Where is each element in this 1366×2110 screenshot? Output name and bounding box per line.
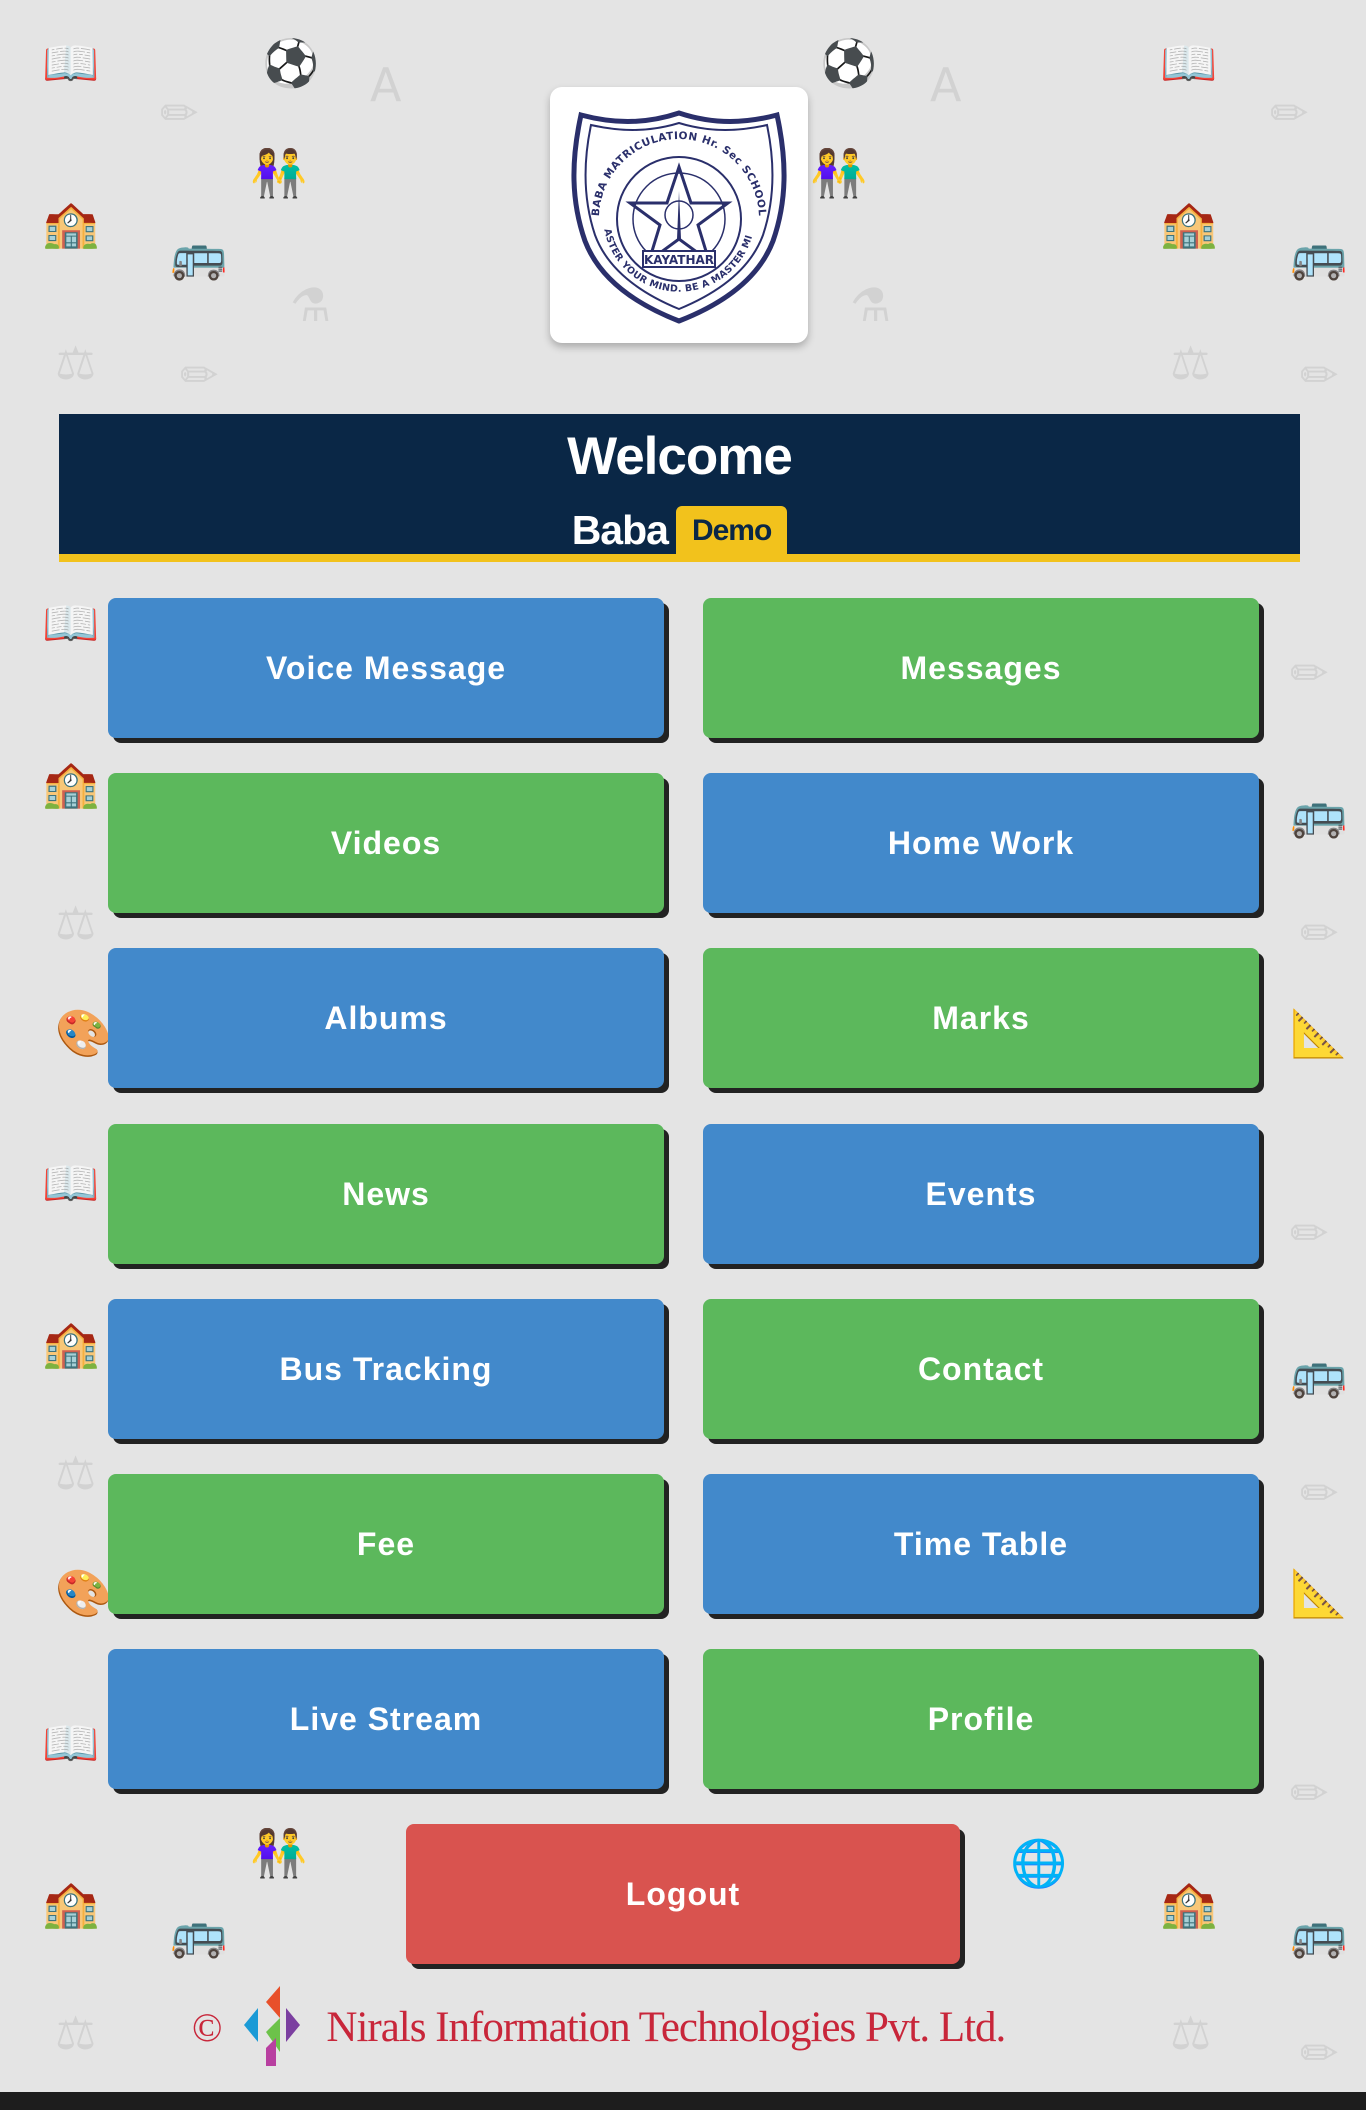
welcome-user: Baba Demo	[59, 506, 1300, 554]
contact-button[interactable]: Contact	[703, 1299, 1259, 1439]
pencil-icon: ✏	[1300, 2026, 1339, 2080]
palette-icon: 🎨	[55, 1566, 113, 1620]
seesaw-icon: ⚖	[55, 896, 97, 950]
globe-icon: 🌐	[1010, 1836, 1068, 1890]
triangle-icon: 📐	[1290, 1006, 1348, 1060]
bus-icon: 🚌	[170, 1906, 228, 1960]
albums-button[interactable]: Albums	[108, 948, 664, 1088]
company-name: Nirals Information Technologies Pvt. Ltd…	[326, 2003, 1006, 2051]
letter-icon: A	[930, 58, 962, 112]
news-button[interactable]: News	[108, 1124, 664, 1264]
pencil-icon: ✏	[1290, 1766, 1329, 1820]
seesaw-icon: ⚖	[55, 1446, 97, 1500]
book-icon: 📖	[1160, 36, 1218, 90]
book-icon: 📖	[42, 36, 100, 90]
pencil-icon: ✏	[1300, 906, 1339, 960]
logout-button[interactable]: Logout	[406, 1824, 960, 1964]
pencil-icon: ✏	[1290, 646, 1329, 700]
flask-icon: ⚗	[850, 278, 892, 332]
bus-icon: 🚌	[170, 228, 228, 282]
pencil-icon: ✏	[1300, 1466, 1339, 1520]
videos-button[interactable]: Videos	[108, 773, 664, 913]
welcome-banner: Welcome Baba Demo	[59, 414, 1300, 562]
time-table-button[interactable]: Time Table	[703, 1474, 1259, 1614]
fee-button[interactable]: Fee	[108, 1474, 664, 1614]
school-icon: 🏫	[42, 196, 100, 250]
book-icon: 📖	[42, 596, 100, 650]
events-button[interactable]: Events	[703, 1124, 1259, 1264]
user-name: Baba	[571, 507, 669, 553]
logo-ribbon-text: KAYATHAR	[644, 253, 714, 267]
kids-icon: 👫	[810, 146, 868, 200]
ball-icon: ⚽	[262, 36, 320, 90]
school-icon: 🏫	[1160, 1876, 1218, 1930]
pencil-icon: ✏	[1270, 86, 1309, 140]
school-icon: 🏫	[1160, 196, 1218, 250]
bus-icon: 🚌	[1290, 786, 1348, 840]
copyright-symbol: ©	[192, 2004, 223, 2050]
footer: © Nirals Information Technologies Pvt. L…	[192, 1982, 1006, 2073]
book-icon: 📖	[42, 1156, 100, 1210]
school-icon: 🏫	[42, 1316, 100, 1370]
welcome-title: Welcome	[567, 427, 793, 486]
school-icon: 🏫	[42, 756, 100, 810]
school-crest-icon: KAYATHAR BABA MATRICULATION Hr. Sec SCHO…	[565, 101, 787, 324]
pencil-icon: ✏	[180, 348, 219, 402]
school-icon: 🏫	[42, 1876, 100, 1930]
pencil-icon: ✏	[1300, 348, 1339, 402]
user-badge: Demo	[675, 506, 788, 554]
bus-icon: 🚌	[1290, 1906, 1348, 1960]
profile-button[interactable]: Profile	[703, 1649, 1259, 1789]
flask-icon: ⚗	[290, 278, 332, 332]
kids-icon: 👫	[250, 146, 308, 200]
letter-icon: A	[370, 58, 402, 112]
seesaw-icon: ⚖	[1170, 2006, 1212, 2060]
palette-icon: 🎨	[55, 1006, 113, 1060]
seesaw-icon: ⚖	[1170, 336, 1212, 390]
ball-icon: ⚽	[820, 36, 878, 90]
company-logo-icon	[236, 1982, 316, 2073]
live-stream-button[interactable]: Live Stream	[108, 1649, 664, 1789]
messages-button[interactable]: Messages	[703, 598, 1259, 738]
marks-button[interactable]: Marks	[703, 948, 1259, 1088]
seesaw-icon: ⚖	[55, 336, 97, 390]
bus-tracking-button[interactable]: Bus Tracking	[108, 1299, 664, 1439]
pencil-icon: ✏	[1290, 1206, 1329, 1260]
home-work-button[interactable]: Home Work	[703, 773, 1259, 913]
bus-icon: 🚌	[1290, 1346, 1348, 1400]
bus-icon: 🚌	[1290, 228, 1348, 282]
voice-message-button[interactable]: Voice Message	[108, 598, 664, 738]
bottom-bar	[0, 2092, 1366, 2110]
book-icon: 📖	[42, 1716, 100, 1770]
triangle-icon: 📐	[1290, 1566, 1348, 1620]
school-logo: KAYATHAR BABA MATRICULATION Hr. Sec SCHO…	[550, 87, 808, 343]
seesaw-icon: ⚖	[55, 2006, 97, 2060]
kids-icon: 👫	[250, 1826, 308, 1880]
pencil-icon: ✏	[160, 86, 199, 140]
